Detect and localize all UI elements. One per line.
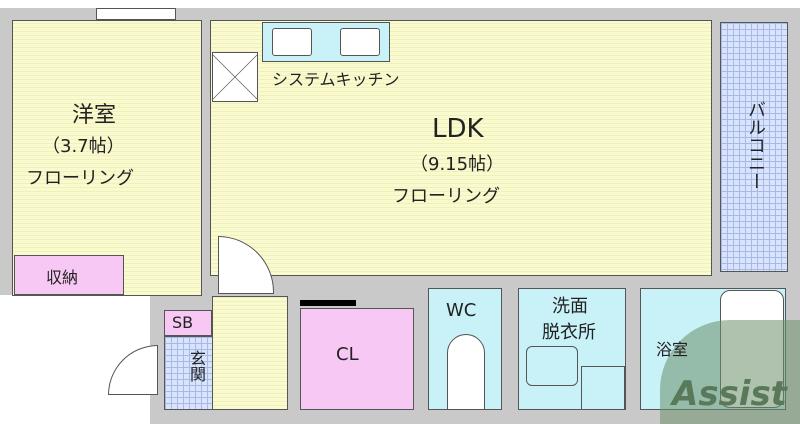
entrance-label: 玄関 [187, 350, 206, 382]
ldk-room [210, 20, 712, 276]
balcony-label: バルコニー [745, 100, 766, 190]
western-room-name: 洋室 [72, 103, 117, 128]
assist-watermark-text: Assist [672, 374, 787, 414]
shoe-box-label: SB [172, 313, 194, 332]
closet [300, 308, 414, 410]
storage-label: 収納 [46, 268, 79, 287]
washing-machine-icon [581, 366, 625, 410]
stove [340, 28, 380, 56]
closet-rail [300, 300, 356, 306]
western-room [12, 20, 202, 296]
window [96, 8, 176, 20]
western-room-floor: フローリング [26, 168, 134, 189]
toilet-label: WC [446, 300, 477, 321]
sink [272, 28, 312, 56]
washbasin-icon [526, 346, 578, 386]
bathroom-label: 浴室 [656, 340, 689, 359]
hallway-door[interactable] [218, 236, 274, 294]
hallway [212, 296, 288, 410]
closet-label: CL [336, 344, 359, 365]
ldk-floor: フローリング [392, 186, 500, 207]
western-room-size: （3.7帖） [42, 136, 125, 157]
shoe-box [164, 310, 212, 336]
kitchen-label: システムキッチン [272, 70, 400, 89]
assist-watermark-logo [660, 320, 800, 424]
washroom-line1: 洗面 [552, 296, 588, 317]
ldk-name: LDK [432, 114, 484, 144]
toilet-icon [447, 334, 485, 410]
washroom-line2: 脱衣所 [542, 322, 596, 343]
storage [14, 255, 124, 295]
balcony [720, 22, 788, 272]
refrigerator-space [212, 52, 258, 102]
ldk-size: （9.15帖） [410, 154, 505, 175]
